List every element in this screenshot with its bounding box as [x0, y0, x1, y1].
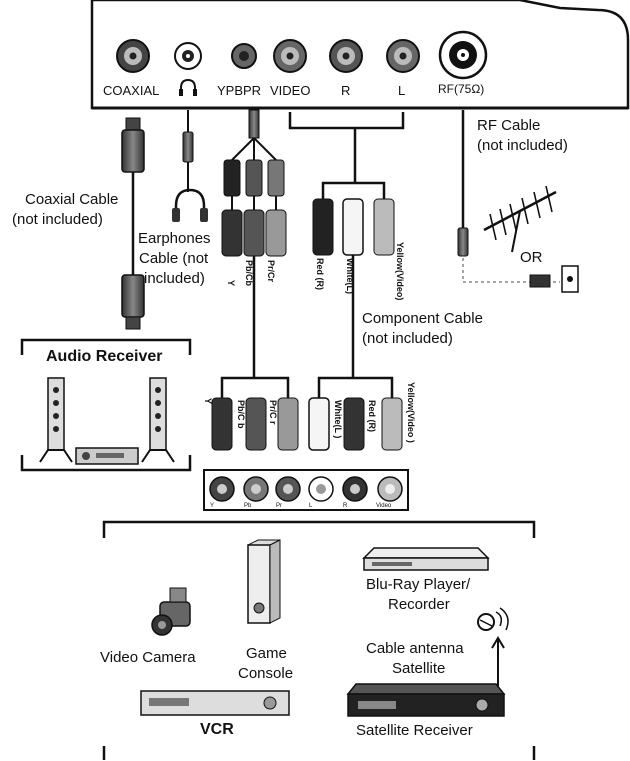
game-console-icon [247, 539, 281, 624]
coaxial-cable-label: Coaxial Cable [25, 191, 118, 208]
satellite-receiver-icon [346, 683, 506, 717]
receiver-unit-icon [75, 447, 139, 465]
or-label: OR [520, 249, 543, 266]
earphones-cable [182, 110, 194, 192]
satellite-receiver-label: Satellite Receiver [356, 722, 473, 739]
satellite-dish-icon [477, 607, 509, 708]
bluray-player-icon [362, 547, 490, 571]
ypbpr-breakout-cable [231, 109, 277, 210]
coaxial-cable-note: (not included) [12, 211, 103, 228]
rf-cable-note: (not included) [477, 137, 568, 154]
headphone-jack [174, 42, 202, 70]
label-text: Pr [276, 503, 282, 509]
component-cable-note: (not included) [362, 330, 453, 347]
audio-receiver-label: Audio Receiver [46, 348, 162, 365]
wall-outlet-icon [529, 265, 579, 293]
devices-box [102, 520, 536, 538]
label-text: Video [376, 503, 392, 509]
earphones-cable-note2: included) [144, 270, 205, 287]
label-text: White(L ) [333, 400, 343, 438]
ypbpr-mid-plugs [221, 209, 287, 257]
coaxial-port-label: COAXIAL [103, 83, 159, 98]
label-text: Y [203, 398, 213, 404]
l-port-label: L [398, 83, 405, 98]
coaxial-jack [116, 39, 150, 73]
label-text: Red (R) [315, 258, 325, 290]
video-camera-icon [151, 587, 191, 636]
ypbpr-port-label: YPBPR [217, 83, 261, 98]
earphones-cable-note1: Cable (not [139, 250, 209, 267]
antenna-icon [483, 185, 557, 253]
label-text: Red (R) [367, 400, 377, 432]
game-console-label-2: Console [238, 665, 293, 682]
component-cable-label: Component Cable [362, 310, 483, 327]
vcr-icon [140, 690, 290, 716]
lower-plugs [211, 397, 403, 451]
rf-jack [438, 30, 488, 80]
label-text: Yellow(Video ) [406, 382, 416, 443]
earphones-cable-label: Earphones [138, 230, 211, 247]
game-console-label: Game [246, 645, 287, 662]
top-plug-labels: Y Pb/Cb Pr/Cr Red (R) White(L) Yellow(Vi… [226, 242, 405, 300]
rf-port-label: RF(75Ω) [438, 82, 484, 96]
bluray-label: Blu-Ray Player/ [366, 576, 471, 593]
label-text: L [309, 503, 313, 509]
label-text: Yellow(Video) [395, 242, 405, 300]
rf-cable [457, 110, 560, 283]
label-text: Pr/Cr [266, 260, 276, 283]
ypbpr-jack [231, 43, 257, 69]
label-text: Y [210, 503, 214, 509]
video-camera-label: Video Camera [100, 649, 196, 666]
vcr-label: VCR [200, 721, 234, 738]
cable-antenna-label-2: Satellite [392, 660, 445, 677]
headphones-icon [172, 188, 208, 222]
speaker-right-icon [141, 377, 175, 463]
cable-antenna-label: Cable antenna [366, 640, 464, 657]
external-jack-panel: Y Pb Pr L R Video [203, 469, 409, 511]
label-text: Pb [244, 503, 252, 509]
label-text: White(L) [345, 258, 355, 294]
label-text: Pb/Cb [244, 260, 254, 287]
ypbpr-top-plugs [223, 159, 285, 197]
av-bracket [288, 112, 405, 130]
rf-cable-label: RF Cable [477, 117, 540, 134]
video-port-label: VIDEO [270, 83, 310, 98]
audio-receiver-box [20, 338, 192, 472]
lower-plug-labels: Y Pb/C b Pr/C r White(L ) Red (R) Yellow… [203, 382, 416, 443]
label-text: Y [226, 280, 236, 286]
audio-r-jack [329, 39, 363, 73]
headphone-icon [179, 78, 197, 96]
audio-l-jack [386, 39, 420, 73]
speaker-left-icon [39, 377, 73, 463]
coaxial-cable [121, 117, 145, 330]
label-text: Pr/C r [268, 400, 278, 425]
label-text: Pb/C b [236, 400, 246, 429]
bluray-label-2: Recorder [388, 596, 450, 613]
video-jack [273, 39, 307, 73]
label-text: R [343, 503, 348, 509]
av-top-plugs [312, 198, 395, 256]
r-port-label: R [341, 83, 350, 98]
